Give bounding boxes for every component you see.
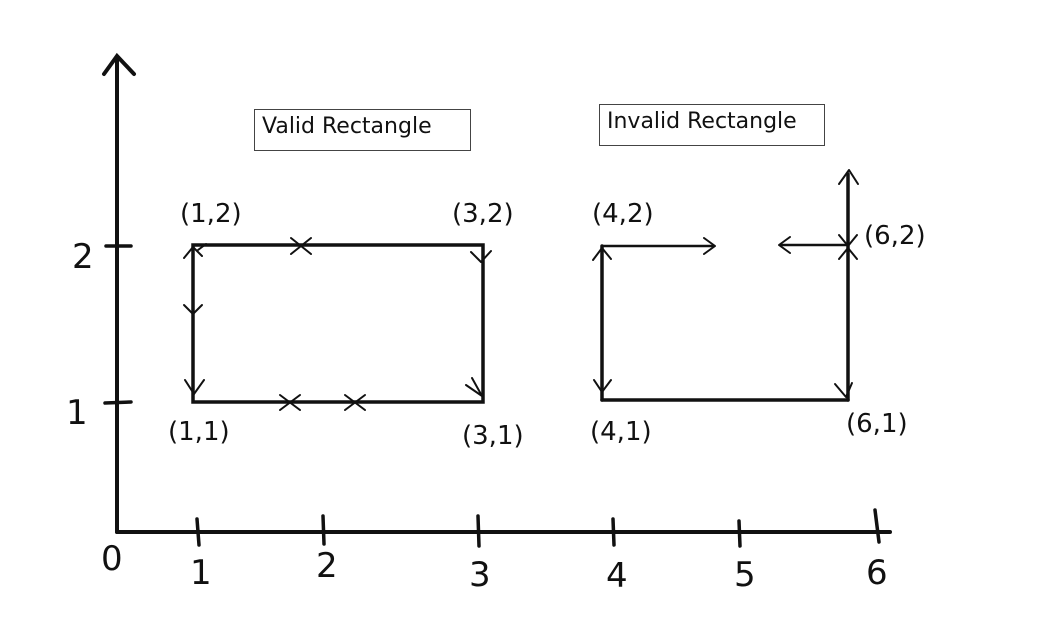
invalid-rectangle: (4,2) (6,2) (4,1) (6,1) <box>590 169 926 447</box>
valid-corner-label-br: (3,1) <box>462 421 524 451</box>
valid-corner-arrow-tr <box>470 250 492 263</box>
invalid-top-right-arrowhead <box>778 236 791 254</box>
invalid-corner-arrow-bl <box>593 379 612 393</box>
invalid-corner-arrow-tl <box>592 247 612 261</box>
x-tick-1 <box>195 517 201 547</box>
valid-corner-label-tl: (1,2) <box>180 199 242 229</box>
valid-rectangle: (1,2) (3,2) (1,1) (3,1) <box>168 199 524 451</box>
y-tick-label-2: 2 <box>72 237 94 277</box>
axes <box>102 52 892 534</box>
invalid-corner-label-tl: (4,2) <box>592 199 654 229</box>
invalid-corner-label-tr: (6,2) <box>864 221 926 251</box>
x-tick-label-6: 6 <box>866 553 888 593</box>
x-tick-label-5: 5 <box>734 555 756 595</box>
valid-corner-arrow-bl <box>184 379 205 395</box>
x-ticks <box>195 508 881 548</box>
valid-rectangle-title: Valid Rectangle <box>254 109 471 151</box>
invalid-corner-label-br: (6,1) <box>846 409 908 439</box>
valid-corner-arrow-tl <box>183 243 207 259</box>
valid-corner-arrow-br <box>465 377 483 397</box>
x-tick-2 <box>321 514 326 546</box>
x-tick-label-3: 3 <box>469 555 491 595</box>
invalid-corner-arrow-br <box>834 382 853 398</box>
x-tick-3 <box>476 514 481 548</box>
invalid-right-edge-arrowhead <box>838 169 859 185</box>
invalid-top-left-arrowhead <box>703 237 716 255</box>
x-tick-6 <box>873 508 881 544</box>
valid-edge-mark-top <box>290 237 312 255</box>
origin-label: 0 <box>101 539 123 579</box>
invalid-corner-arrow-tr <box>838 234 858 260</box>
x-tick-label-2: 2 <box>316 546 338 586</box>
x-tick-label-1: 1 <box>190 553 212 593</box>
x-tick-4 <box>611 517 616 547</box>
invalid-corner-label-bl: (4,1) <box>590 417 652 447</box>
valid-corner-label-tr: (3,2) <box>452 199 514 229</box>
y-axis-arrowhead <box>102 52 136 76</box>
axis-labels: 0 1 2 3 4 5 6 2 1 <box>66 237 888 596</box>
y-ticks <box>103 244 133 405</box>
valid-edge-mark-bottom-2 <box>344 394 366 411</box>
x-tick-label-4: 4 <box>606 556 628 596</box>
valid-corner-arrow-left-down <box>183 304 203 315</box>
valid-corner-label-bl: (1,1) <box>168 417 230 447</box>
y-tick-1 <box>103 400 133 405</box>
x-tick-5 <box>737 519 742 548</box>
y-tick-label-1: 1 <box>66 393 88 433</box>
invalid-rectangle-title: Invalid Rectangle <box>599 104 825 146</box>
valid-rectangle-outline <box>191 243 485 404</box>
valid-edge-mark-bottom-1 <box>279 394 301 411</box>
